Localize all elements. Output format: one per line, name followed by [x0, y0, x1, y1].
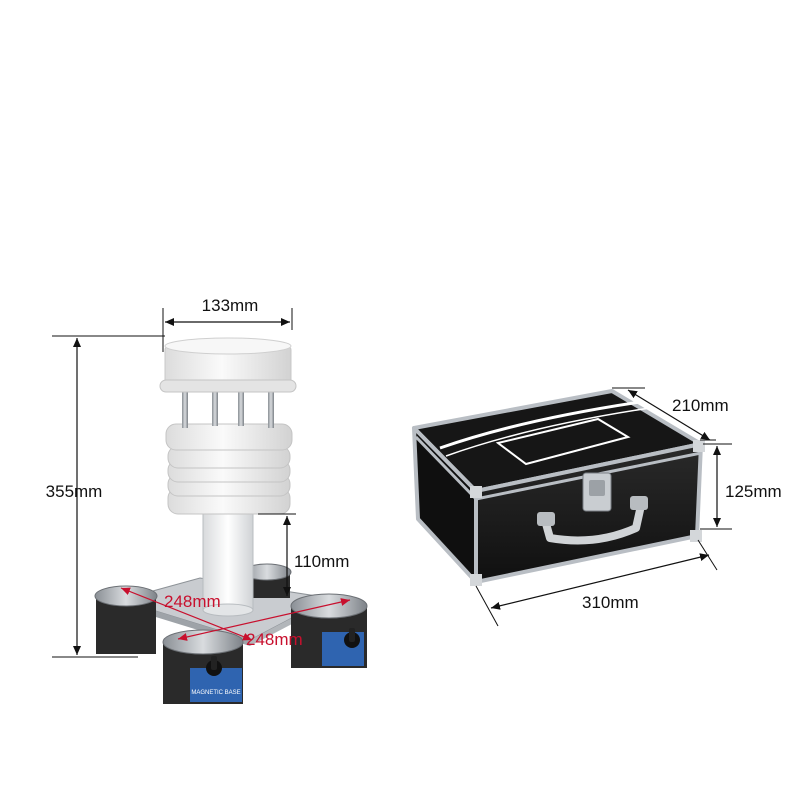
carrying-case	[412, 389, 705, 586]
magnetic-foot-left	[94, 585, 158, 654]
ultrasonic-rods	[182, 390, 274, 428]
radiation-shield	[165, 423, 293, 515]
magnet-label: MAGNETIC BASE	[191, 690, 240, 696]
magnetic-foot-front: MAGNETIC BASE	[162, 629, 244, 704]
dim-base-width-b: 248mm	[246, 630, 303, 649]
case-handle-icon	[537, 496, 648, 545]
dim-base-width-a: 248mm	[164, 592, 221, 611]
dim-case-height: 125mm	[725, 482, 782, 501]
magnetic-foot-back	[242, 563, 292, 598]
sensor-top-cap	[159, 337, 297, 393]
dim-case-width: 310mm	[582, 593, 639, 612]
dim-pole-height: 110mm	[294, 552, 349, 571]
dim-sensor-height: 355mm	[46, 482, 103, 501]
dim-case-depth: 210mm	[672, 396, 729, 415]
dim-sensor-top-width: 133mm	[202, 296, 259, 315]
weather-sensor: MAGNETIC BASE	[94, 337, 368, 704]
case-latch-icon	[582, 472, 612, 512]
